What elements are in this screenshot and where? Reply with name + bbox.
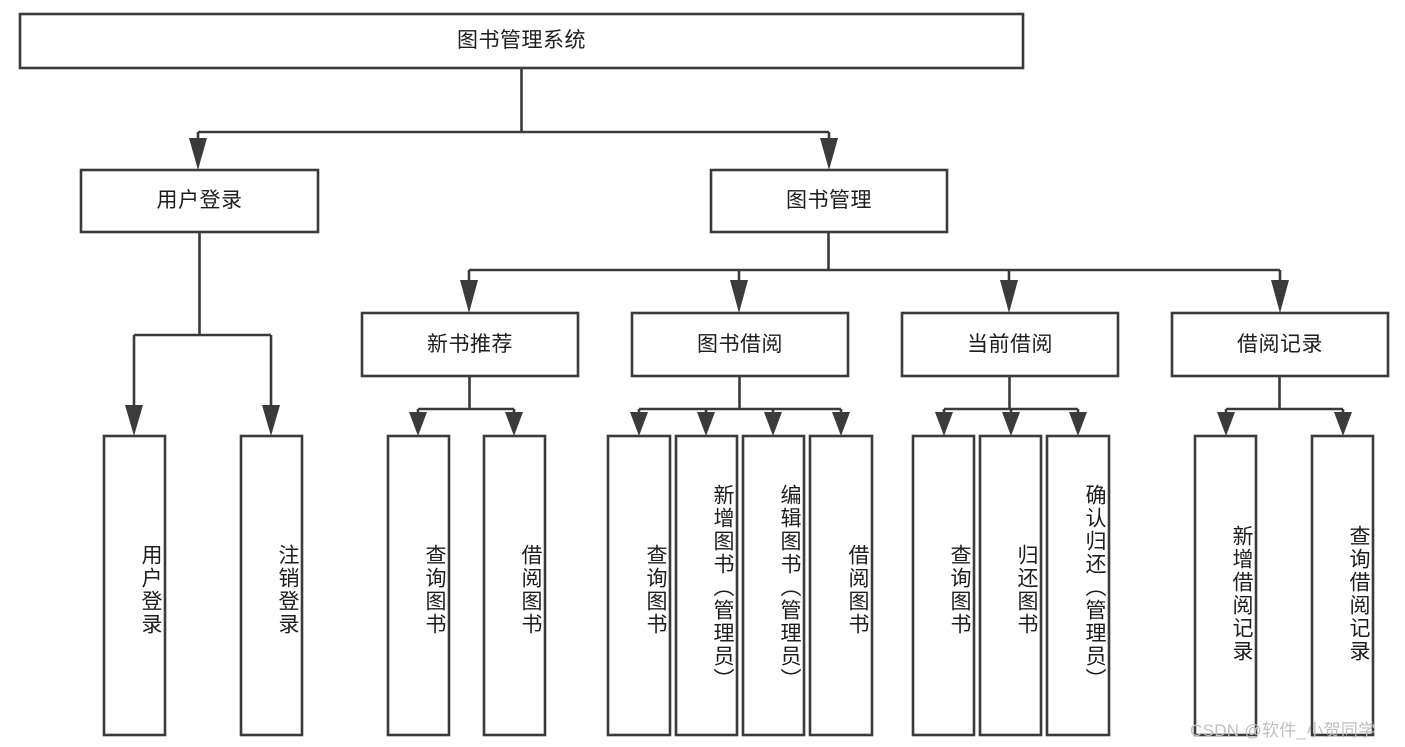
- arrow-to-leaf-logout: [262, 405, 280, 436]
- leaf-box-confirm-return[interactable]: [1045, 434, 1111, 737]
- arrow-to-leaf-return-book: [1002, 412, 1020, 436]
- arrow-to-leaf-confirm-return: [1069, 412, 1087, 436]
- leaf-box-add-book[interactable]: [674, 434, 739, 737]
- node-root-system[interactable]: [18, 12, 1025, 70]
- leaf-box-query-book-3[interactable]: [911, 434, 976, 737]
- arrow-to-leaf-add-book: [697, 412, 715, 436]
- arrow-to-leaf-edit-book: [764, 412, 782, 436]
- leaf-box-user-login[interactable]: [102, 434, 167, 737]
- arrow-to-book-borrow: [730, 280, 748, 313]
- watermark-text: CSDN @软件_小贺同学: [1190, 721, 1376, 740]
- node-new-book-recommend[interactable]: [360, 311, 580, 378]
- arrow-to-book-mgmt: [820, 138, 838, 170]
- arrow-to-current-borrow: [1000, 280, 1018, 313]
- leaf-box-query-book-1[interactable]: [386, 434, 451, 737]
- leaf-box-logout[interactable]: [239, 434, 304, 737]
- arrow-to-leaf-user-login: [125, 405, 143, 436]
- arrow-to-borrow-record: [1271, 280, 1289, 313]
- leaf-box-return-book[interactable]: [978, 434, 1043, 737]
- node-user-login[interactable]: [79, 168, 320, 234]
- leaf-box-edit-book[interactable]: [741, 434, 806, 737]
- leaf-box-borrow-book-2[interactable]: [808, 434, 874, 737]
- arrow-to-user-login: [189, 138, 207, 170]
- arrow-to-leaf-query-book-3: [935, 412, 953, 436]
- leaf-box-add-record[interactable]: [1193, 434, 1258, 737]
- arrow-to-leaf-borrow-book-1: [505, 412, 523, 436]
- node-current-borrow[interactable]: [900, 311, 1120, 378]
- arrow-to-leaf-add-record: [1217, 412, 1235, 436]
- arrow-to-new-book: [460, 280, 478, 313]
- node-book-management[interactable]: [709, 168, 949, 234]
- leaf-box-query-record[interactable]: [1310, 434, 1375, 737]
- arrow-to-leaf-query-record: [1334, 412, 1352, 436]
- leaf-box-query-book-2[interactable]: [606, 434, 672, 737]
- arrow-to-leaf-query-book-1: [409, 412, 427, 436]
- node-borrow-record[interactable]: [1170, 311, 1390, 378]
- leaf-box-borrow-book-1[interactable]: [482, 434, 547, 737]
- arrow-to-leaf-borrow-book-2: [832, 412, 850, 436]
- arrow-to-leaf-query-book-2: [630, 412, 648, 436]
- node-book-borrow[interactable]: [630, 311, 850, 378]
